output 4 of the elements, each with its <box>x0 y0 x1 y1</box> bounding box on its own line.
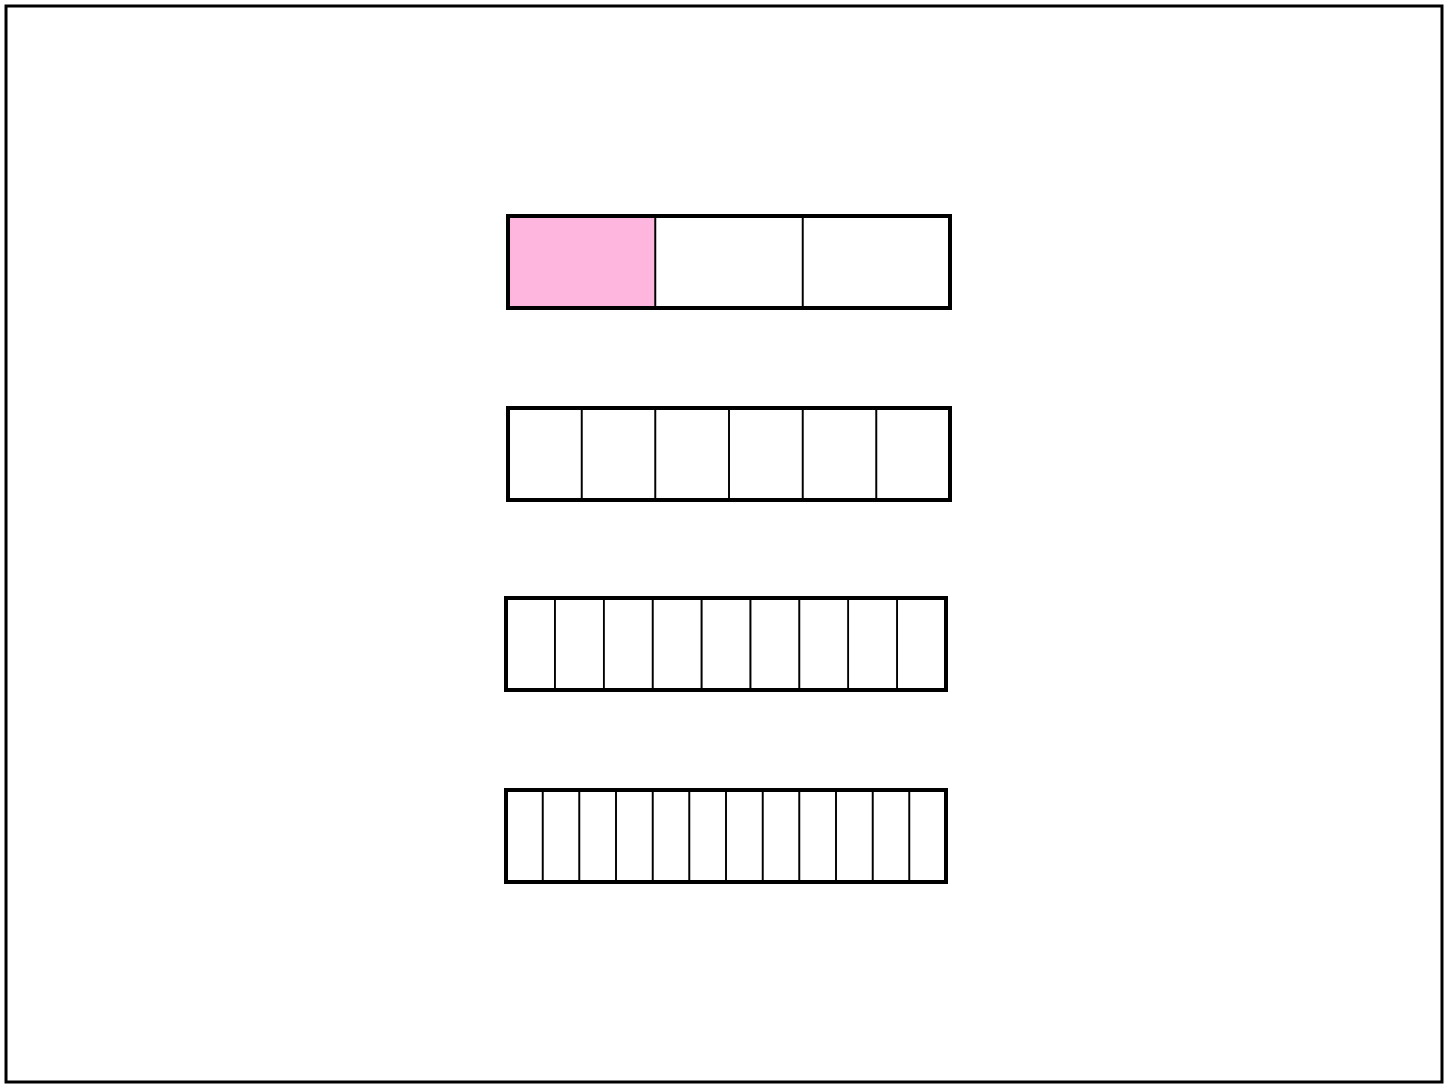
shaded-segment <box>507 215 657 309</box>
fraction-bar <box>506 214 952 310</box>
fraction-bar <box>504 596 948 692</box>
fraction-bar <box>504 787 948 884</box>
